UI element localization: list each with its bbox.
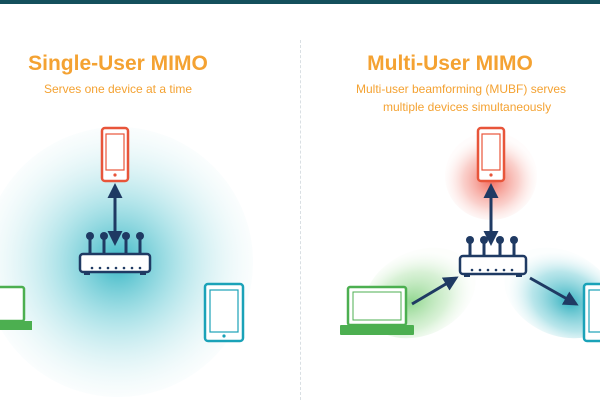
tablet-icon — [582, 282, 600, 343]
smartphone-icon — [476, 126, 506, 183]
laptop-icon — [340, 285, 414, 335]
multi-user-title: Multi-User MIMO — [367, 52, 533, 75]
multi-user-subtitle-line1: Multi-user beamforming (MUBF) serves — [356, 82, 567, 96]
smartphone-icon — [100, 126, 130, 183]
tablet-beam-link — [529, 276, 579, 306]
multi-user-subtitle-line2: multiple devices simultaneously — [383, 100, 552, 114]
router-icon — [458, 236, 528, 277]
tablet-icon — [203, 282, 245, 343]
panel-divider — [300, 40, 301, 400]
header-bar — [0, 0, 600, 4]
laptop-beam-link — [411, 276, 459, 306]
single-user-subtitle: Serves one device at a time — [43, 82, 193, 96]
router-icon — [78, 232, 152, 275]
laptop-icon — [0, 285, 32, 330]
single-user-title: Single-User MIMO — [28, 52, 208, 75]
